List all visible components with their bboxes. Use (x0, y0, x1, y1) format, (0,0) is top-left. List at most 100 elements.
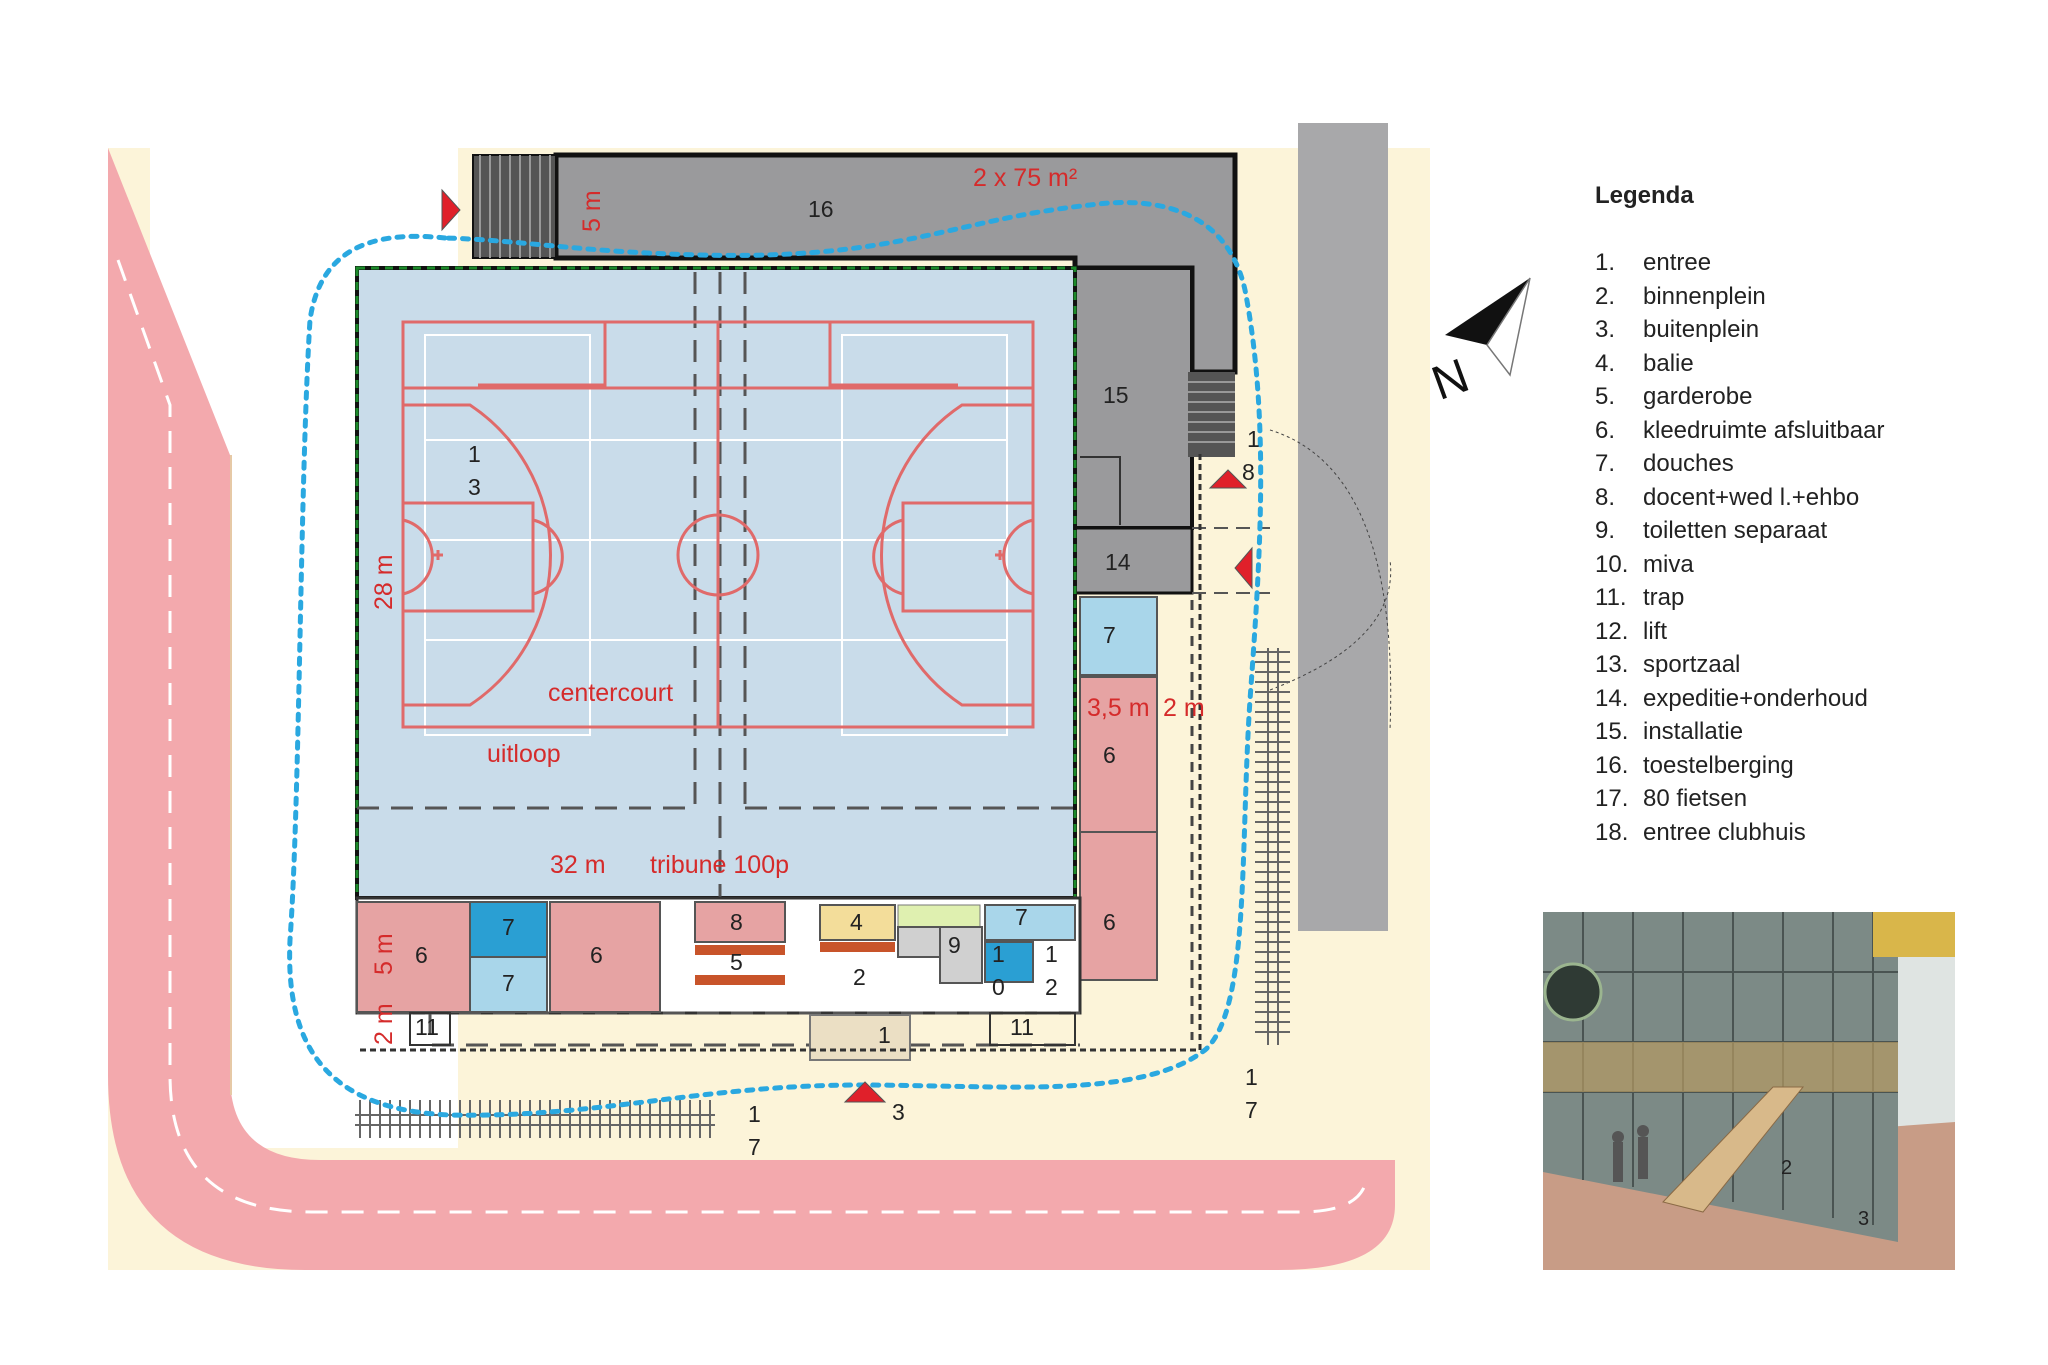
render-stairs (1662, 1086, 1805, 1213)
legend-item-number: 2. (1595, 282, 1616, 310)
legend-title: Legenda (1595, 182, 1694, 209)
legend-item: 12.lift (1595, 615, 2035, 649)
room-label-18b: 8 (1242, 459, 1255, 485)
render-label-buitenplein: 3 (1858, 1208, 1869, 1230)
room-label-5: 5 (730, 949, 743, 975)
north-arrow: N (1425, 277, 1531, 411)
legend-item-number: 8. (1595, 483, 1616, 511)
room-4-balie (819, 904, 896, 941)
legend-item: 8.docent+wed l.+ehbo (1595, 481, 2035, 515)
entrance-marker-south (843, 1081, 887, 1103)
legend-item-label: miva (1643, 550, 1694, 578)
room-6-side-top (1079, 676, 1158, 833)
dim-storage-area: 2 x 75 m² (973, 164, 1077, 192)
room-label-11-left: 11 (415, 1014, 439, 1040)
legend-item-number: 14. (1595, 684, 1629, 712)
room-label-17-right-b: 7 (1245, 1097, 1258, 1123)
room-15-installatie (1073, 266, 1194, 530)
room-label-6-left: 6 (415, 942, 428, 968)
legend-item-label: sportzaal (1643, 651, 1741, 678)
room-label-7-c: 7 (1015, 904, 1028, 930)
room-6-mid (549, 901, 661, 1013)
legend-item-label: kleedruimte afsluitbaar (1643, 416, 1885, 444)
dim-hall-width: 32 m (550, 851, 606, 879)
room-8 (694, 901, 786, 943)
legend-item: 9. toiletten separaat (1595, 514, 2035, 548)
room-label-6-side-top: 6 (1103, 742, 1116, 768)
label-centercourt: centercourt (548, 679, 673, 707)
door-swing-arcs (1269, 429, 1392, 731)
room-14-expeditie (1073, 526, 1194, 595)
expeditie-door (1192, 527, 1270, 594)
room-label-17-bottom-b: 7 (748, 1134, 761, 1160)
legend-item-number: 5. (1595, 383, 1616, 410)
room-5-garderobe-b (695, 975, 785, 985)
room-label-6-side-bottom: 6 (1103, 909, 1116, 935)
street (1298, 123, 1388, 931)
legend-item-number: 17. (1595, 785, 1629, 812)
legend-item-label: toiletten separaat (1643, 517, 1828, 544)
stair-11-left (409, 1012, 451, 1046)
room-label-9: 9 (948, 932, 961, 958)
legend-item-number: 1. (1595, 249, 1616, 276)
perspective-render: 2 3 (1543, 912, 1955, 1270)
legend-item-number: 13. (1595, 651, 1629, 678)
room-4-counter (820, 942, 895, 952)
legend-item: 13. sportzaal (1595, 648, 2035, 682)
legend-item-number: 15. (1595, 718, 1629, 745)
legend-item-label: entree (1643, 249, 1712, 276)
room-label-7-b: 7 (502, 970, 515, 996)
render-people (1612, 1125, 1649, 1182)
north-label: N (1425, 349, 1476, 411)
room-label-16: 16 (808, 196, 834, 222)
room-6-left (356, 901, 471, 1013)
legend-item-label: 80 fietsen (1643, 785, 1748, 812)
legend-item: 6.kleedruimte afsluitbaar (1595, 414, 2035, 448)
perimeter-fence (360, 450, 1202, 1052)
room-6-side-bottom (1079, 831, 1158, 981)
sports-hall (355, 266, 1077, 900)
legend-item-label: binnenplein (1643, 282, 1766, 310)
room-label-13a: 1 (468, 441, 481, 467)
legend-item: 5. garderobe (1595, 380, 2035, 414)
label-uitloop: uitloop (487, 740, 561, 768)
room-label-17-right-a: 1 (1245, 1064, 1258, 1090)
dim-hall-depth: 28 m (370, 554, 398, 610)
room-label-11-right: 11 (1010, 1014, 1034, 1040)
room-label-12a: 1 (992, 941, 1005, 967)
lower-corridor (357, 1011, 1080, 1047)
legend-item-number: 9. (1595, 517, 1616, 544)
room-label-17-bottom-a: 1 (748, 1101, 761, 1127)
room-label-10b: 0 (992, 974, 1005, 1000)
legend-item: 7.douches (1595, 447, 2035, 481)
bike-rack-bottom (355, 1100, 715, 1138)
legend-item-label: toestelberging (1643, 751, 1794, 779)
render-logo (1543, 962, 1603, 1022)
legend-item: 15.installatie (1595, 715, 2035, 749)
room-label-14: 14 (1105, 549, 1131, 575)
legend-item-label: garderobe (1643, 383, 1753, 410)
dim-side-corridor: 2 m (1163, 694, 1205, 722)
legend-item-number: 16. (1595, 751, 1629, 779)
room-label-13b: 3 (468, 474, 481, 500)
legend-item-number: 3. (1595, 316, 1616, 343)
bike-rack-right (1255, 648, 1290, 1045)
sports-hall-green-edge (355, 266, 1077, 900)
room-5-garderobe-a (695, 945, 785, 955)
dim-corridor: 2 m (370, 1003, 398, 1045)
walking-route (287, 200, 1264, 1118)
legend-item: 16. toestelberging (1595, 749, 2035, 783)
room-9 (897, 926, 941, 958)
legend-item: 3.buitenplein (1595, 313, 2035, 347)
installatie-duct (1080, 456, 1121, 525)
label-tribune: tribune 100p (650, 851, 789, 879)
entrance-marker-north (441, 188, 461, 232)
room-7-side (1079, 596, 1158, 676)
legend-item-number: 10. (1595, 550, 1629, 578)
entrance-marker-clubhuis (1208, 469, 1248, 489)
legend-item: 4.balie (1595, 347, 2035, 381)
hall-division-lines (357, 272, 1075, 898)
room-label-4: 4 (850, 909, 863, 935)
